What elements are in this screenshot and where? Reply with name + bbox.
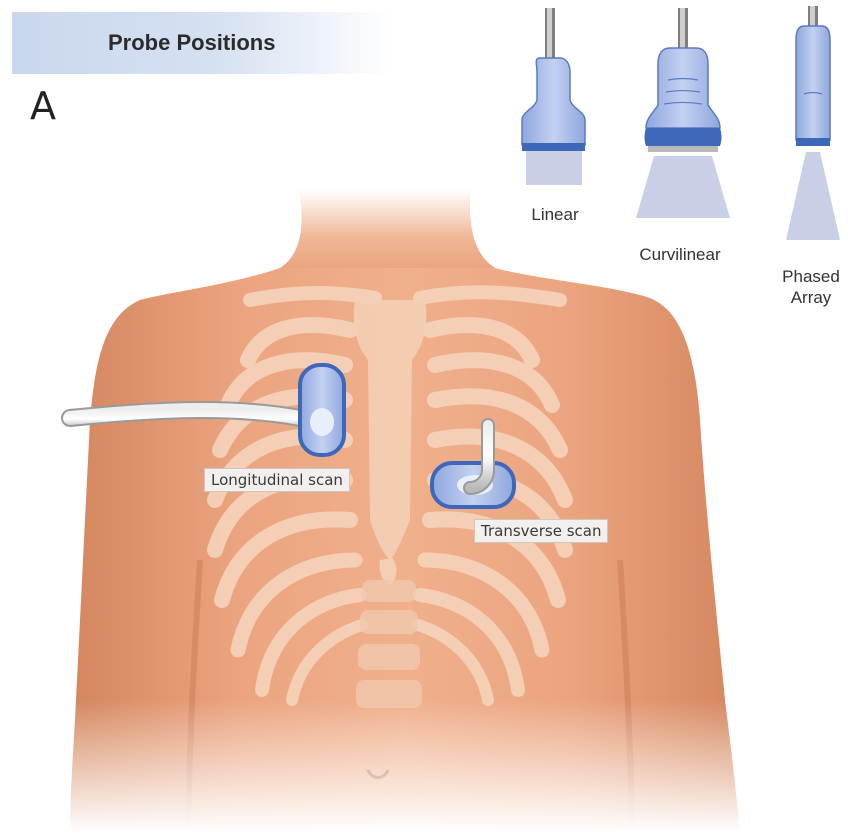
curvilinear-probe-label: Curvilinear: [624, 244, 736, 265]
phased-array-probe-icon: [786, 6, 840, 240]
linear-probe-label: Linear: [522, 204, 588, 225]
phased-array-label-line-1: Phased: [770, 266, 851, 287]
longitudinal-scan-label: Longitudinal scan: [204, 468, 350, 492]
phased-array-probe-label: Phased Array: [770, 266, 851, 308]
curvilinear-probe-icon: [636, 8, 730, 218]
linear-probe-icon: [522, 8, 585, 185]
transverse-scan-label: Transverse scan: [474, 519, 608, 543]
phased-array-label-line-2: Array: [770, 287, 851, 308]
